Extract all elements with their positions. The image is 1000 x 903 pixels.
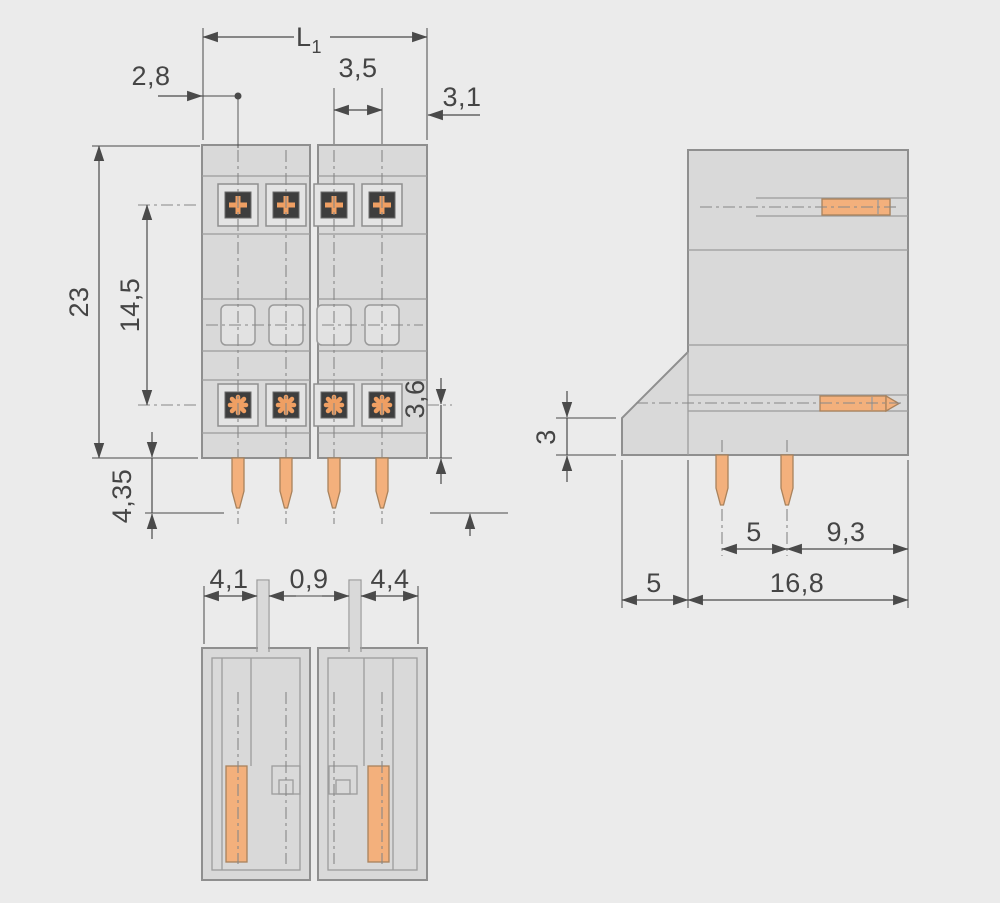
front-centerlines xyxy=(138,150,452,524)
dim-housing-height: 23 xyxy=(64,145,200,459)
dim-row-spacing: 14,5 xyxy=(115,204,153,406)
solder-pin xyxy=(780,454,794,506)
dim-pin-pitch: 3,5 xyxy=(333,53,383,116)
bottom-contact-left xyxy=(225,765,248,863)
solder-pin xyxy=(375,457,389,509)
dim-label-pin-to-back: 9,3 xyxy=(826,517,865,547)
solder-pin xyxy=(231,457,245,509)
dim-edge-to-pin: 2,8 xyxy=(131,61,242,148)
dim-label-left-width: 4,1 xyxy=(209,564,248,594)
dim-label-pin-to-edge: 3,1 xyxy=(442,82,481,112)
dim-pin-length: 4,35 xyxy=(107,432,224,539)
wall-blade-right xyxy=(350,581,360,653)
side-view: 3 5 9,3 5 16,8 xyxy=(531,149,909,608)
dim-wall-thickness: 0,9 xyxy=(268,564,350,602)
dim-label-right-width: 4,4 xyxy=(370,564,409,594)
front-view: L1 2,8 3,5 3,1 23 14 xyxy=(64,22,508,539)
dim-label-pin-pitch: 3,5 xyxy=(338,53,377,83)
bottom-housing-left xyxy=(201,647,311,881)
dim-label-row-to-bottom: 3,6 xyxy=(400,379,430,418)
dim-label-wall-thickness: 0,9 xyxy=(289,564,328,594)
solder-pin xyxy=(327,457,341,509)
solder-pin xyxy=(279,457,293,509)
dim-right-width: 4,4 xyxy=(360,564,419,644)
dim-label-body-depth: 16,8 xyxy=(770,568,825,598)
dim-label-row-spacing: 14,5 xyxy=(115,278,145,333)
bottom-centerlines xyxy=(237,692,383,864)
dim-pin-spacing-row: 5 9,3 xyxy=(721,460,909,608)
dim-label-pin-spacing: 5 xyxy=(746,517,762,547)
pin-tip-datum xyxy=(430,512,508,536)
front-feature-lines xyxy=(202,175,427,434)
dim-label-pin-length: 4,35 xyxy=(107,469,137,524)
dim-label-overall-width: L1 xyxy=(296,22,322,57)
solder-pin xyxy=(715,454,729,506)
dim-label-edge-to-pin: 2,8 xyxy=(131,61,170,91)
dim-flange-height: 3 xyxy=(531,391,616,482)
dim-overall-width: L1 xyxy=(202,22,428,140)
dim-label-housing-height: 23 xyxy=(64,286,94,317)
dim-label-flange-depth: 5 xyxy=(646,568,662,598)
bottom-view: 4,1 0,9 4,4 xyxy=(201,564,428,881)
wall-blade-left xyxy=(258,581,268,653)
dim-pin-to-edge: 3,1 xyxy=(427,82,481,121)
dim-depth-row: 5 16,8 xyxy=(621,460,909,608)
dim-left-width: 4,1 xyxy=(203,564,258,644)
bottom-contact-right xyxy=(367,765,390,863)
dim-row-to-bottom: 3,6 xyxy=(400,378,452,484)
dim-label-flange-height: 3 xyxy=(531,429,561,445)
